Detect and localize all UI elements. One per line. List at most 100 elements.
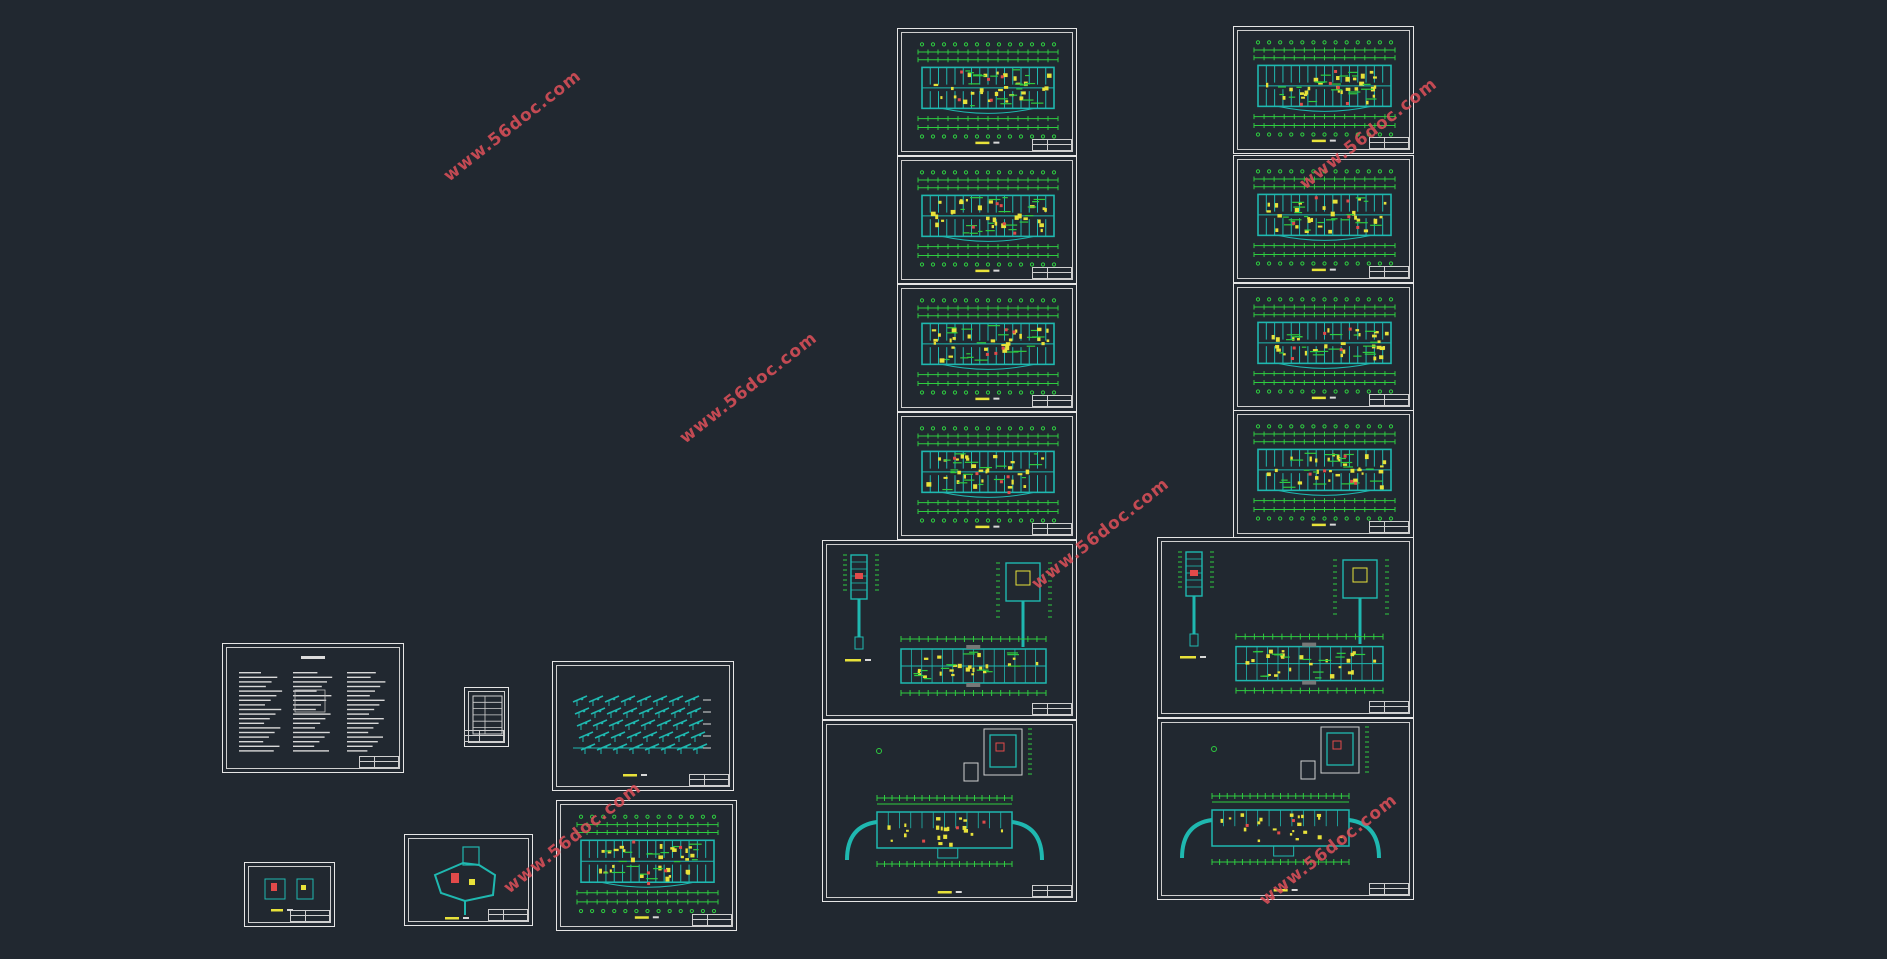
fixture <box>959 199 963 203</box>
axis-bubble <box>1018 134 1024 139</box>
fixture <box>998 88 1003 92</box>
sheet-detail-small[interactable] <box>244 862 335 927</box>
notes-text-line <box>293 672 318 674</box>
sheet-design-notes[interactable] <box>222 643 404 773</box>
notes-text-line <box>347 745 373 747</box>
sheet-floor-plan-b3[interactable] <box>1233 283 1414 411</box>
axis-bubble <box>1311 169 1316 174</box>
fixture <box>1292 830 1295 833</box>
fixture <box>1322 206 1326 210</box>
fixture <box>1363 229 1369 233</box>
axis-bubble <box>996 134 1002 139</box>
fixture <box>1000 829 1004 833</box>
fixture <box>933 83 939 87</box>
sheet-plumbing-plan-a[interactable] <box>822 540 1077 720</box>
sheet-floor-plan-a1[interactable] <box>897 28 1077 156</box>
fixture <box>1289 87 1293 92</box>
plan-scale-bar <box>865 659 871 661</box>
cad-curve <box>1277 234 1372 241</box>
sheet-floor-plan-a2[interactable] <box>897 156 1077 284</box>
fixture <box>668 875 672 878</box>
title-block <box>1369 137 1409 149</box>
fixture <box>887 825 891 830</box>
axis-bubble <box>1018 42 1024 47</box>
plan-scale-bar <box>1329 268 1336 271</box>
sheet-floor-plan-b2[interactable] <box>1233 155 1414 283</box>
fixture <box>990 339 996 343</box>
fixture <box>1316 813 1322 817</box>
axis-bubble <box>1300 261 1305 266</box>
axis-bubble <box>974 170 980 175</box>
axis-bubble <box>1266 169 1272 174</box>
axis-bubble <box>1051 390 1057 395</box>
cad-rect <box>264 878 286 900</box>
fixture <box>953 456 957 460</box>
fixture <box>622 849 626 853</box>
fixture <box>986 468 990 473</box>
fixture <box>1295 225 1299 229</box>
fixture <box>685 869 691 874</box>
sheet-core-plan[interactable] <box>404 834 533 926</box>
fixture <box>1042 87 1046 91</box>
pipe-node <box>584 721 588 725</box>
pipe-node <box>646 709 650 713</box>
axis-bubble <box>1266 261 1272 266</box>
axis-bubble <box>623 908 628 914</box>
sheet-plumbing-plan-b[interactable] <box>1157 537 1414 718</box>
fixture <box>940 96 943 100</box>
fixture <box>1266 210 1271 213</box>
fixture <box>1015 570 1031 586</box>
notes-text-line <box>239 736 269 738</box>
axis-bubble <box>1344 40 1349 45</box>
sheet-floor-plan-a3[interactable] <box>897 284 1077 412</box>
axis-bubble <box>1322 261 1327 266</box>
fixture <box>1359 81 1365 86</box>
axis-bubble <box>963 298 969 303</box>
fixture <box>1042 207 1046 211</box>
fixture <box>1282 95 1286 100</box>
axis-bubble <box>963 390 969 395</box>
axis-bubble <box>1322 297 1327 302</box>
sheet-floor-plan-b4[interactable] <box>1233 410 1414 538</box>
sheet-ground-plan-a[interactable] <box>822 720 1077 902</box>
axis-bubble <box>1311 297 1316 302</box>
fixture <box>1245 823 1249 827</box>
sheet-pipe-system[interactable] <box>552 661 734 791</box>
sheet-ground-plan-b[interactable] <box>1157 718 1414 900</box>
fixture <box>1327 457 1330 462</box>
sheet-floor-plan-a4[interactable] <box>897 412 1077 540</box>
fixture <box>690 853 695 858</box>
fixture <box>994 221 998 226</box>
plan-scale-bar <box>652 916 659 919</box>
title-block <box>1032 703 1072 715</box>
sheet-legend[interactable] <box>464 687 509 747</box>
axis-bubble <box>1289 40 1294 45</box>
axis-bubble <box>952 42 958 47</box>
axis-bubble <box>1366 424 1371 429</box>
sheet-floor-plan-b1[interactable] <box>1233 26 1414 154</box>
fixture <box>1372 94 1376 98</box>
notes-text-line <box>239 695 277 697</box>
fixture <box>1356 218 1361 222</box>
fixture <box>1338 666 1342 669</box>
cad-rect <box>1320 726 1360 774</box>
axis-bubble <box>1266 389 1272 394</box>
cad-line <box>610 731 626 739</box>
axis-bubble <box>1322 169 1327 174</box>
notes-text-line <box>239 722 265 724</box>
plan-title-bar <box>1311 268 1326 272</box>
fixture <box>1354 215 1357 220</box>
axis-bubble <box>1255 132 1261 137</box>
notes-text-line <box>347 676 371 678</box>
fixture <box>619 845 625 849</box>
plan-title-bar <box>1311 139 1326 143</box>
axis-bubble <box>996 518 1002 523</box>
axis-bubble <box>1377 40 1383 45</box>
fixture <box>1001 343 1007 347</box>
axis-bubble <box>952 298 958 303</box>
sheet-floor-plan-c[interactable] <box>556 800 737 931</box>
axis-bubble <box>1333 516 1338 521</box>
fixture <box>1011 479 1014 485</box>
title-block <box>1032 523 1072 535</box>
